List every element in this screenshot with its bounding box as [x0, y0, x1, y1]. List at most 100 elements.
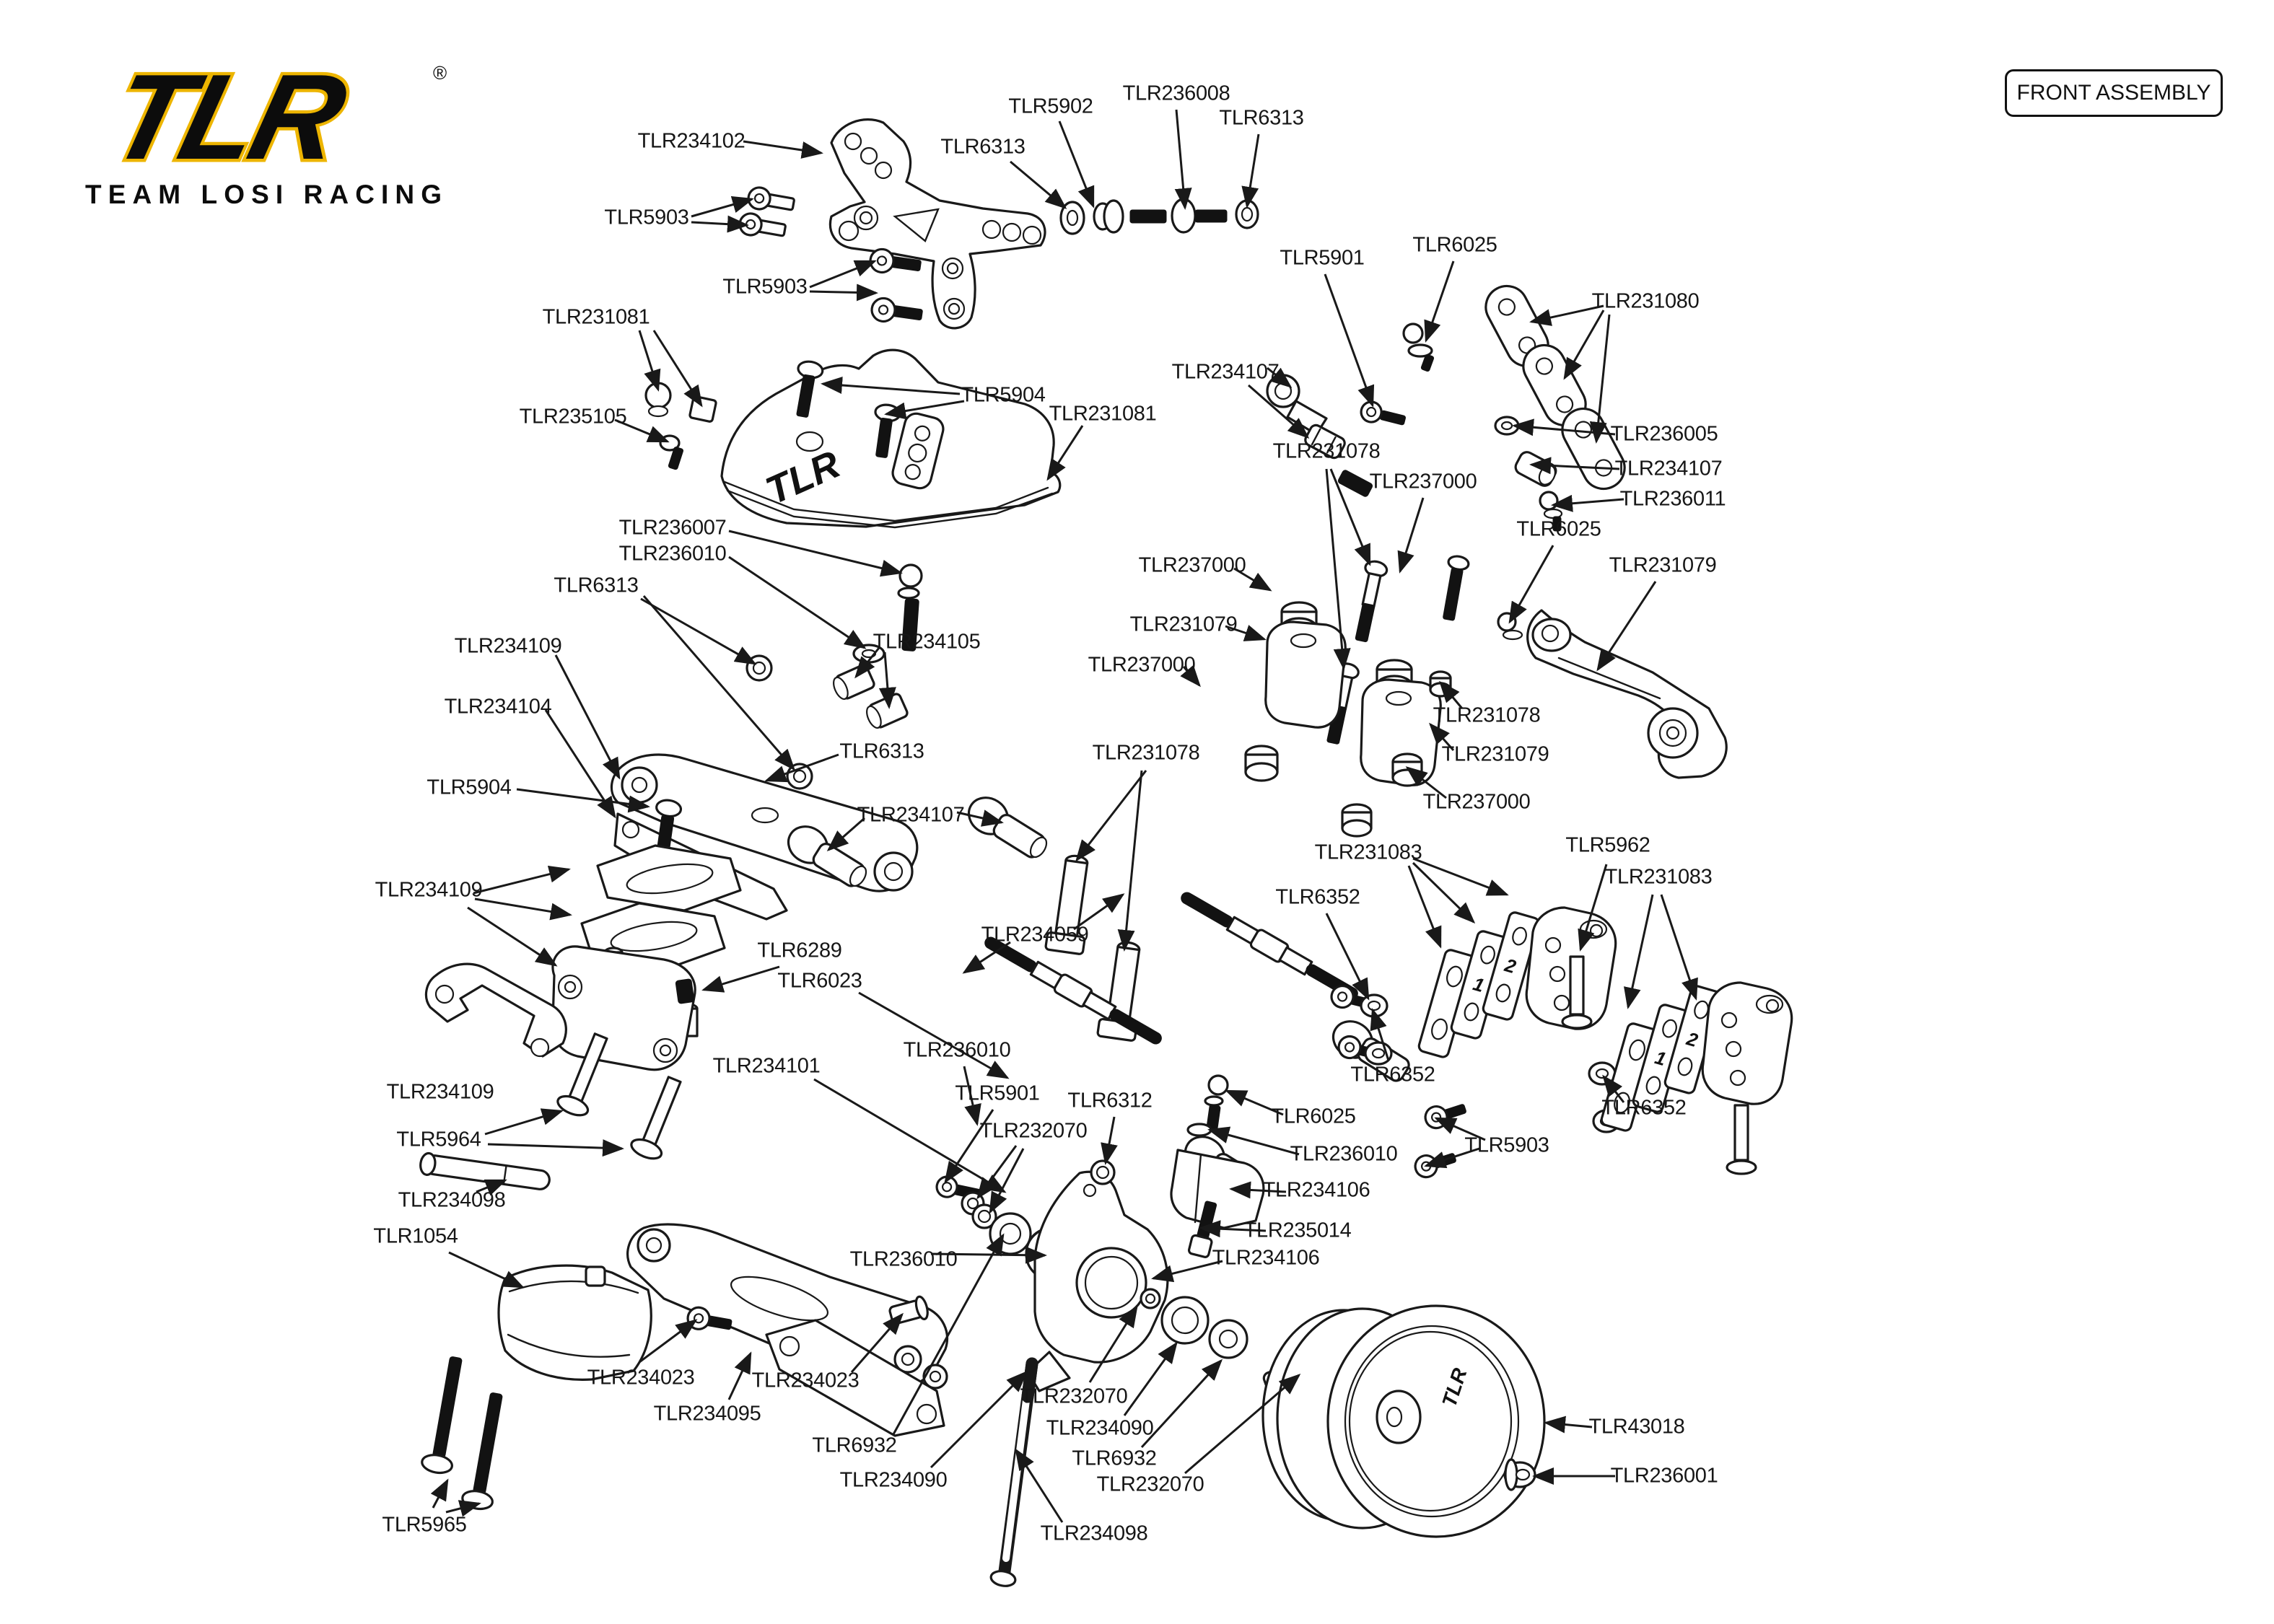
logo-tagline: TEAM LOSI RACING: [85, 180, 446, 209]
wheel-drawing: TLR: [1261, 1304, 1546, 1538]
part-label: TLR6025: [1412, 233, 1497, 257]
leader-line: [1325, 913, 1370, 1001]
shock-tower-drawing: [828, 118, 1046, 330]
leader-line: [1407, 865, 1442, 949]
leader-line: [516, 788, 650, 813]
part-label: TLR236007: [618, 516, 727, 540]
part-label: TLR43018: [1588, 1415, 1685, 1439]
part-label: TLR231078: [1433, 703, 1541, 727]
part-label: TLR6023: [777, 969, 862, 993]
leader-line: [430, 1478, 449, 1509]
part-label: TLR234107: [857, 803, 965, 827]
leader-line: [1324, 273, 1375, 408]
leader-line: [1439, 680, 1464, 709]
leader-line: [1267, 367, 1293, 388]
leader-line: [809, 284, 878, 302]
part-label: TLR6932: [1072, 1447, 1157, 1470]
part-label: TLR5962: [1565, 833, 1650, 857]
leader-line: [614, 418, 670, 443]
part-label: TLR232070: [979, 1119, 1088, 1143]
leader-line: [1424, 1147, 1480, 1169]
part-label: TLR237000: [1369, 470, 1477, 493]
leader-line: [1117, 770, 1143, 952]
leader-line: [691, 196, 754, 218]
leader-line: [1123, 1341, 1178, 1416]
leader-line: [639, 1319, 698, 1364]
part-label: TLR231079: [1441, 742, 1549, 766]
leader-line: [1199, 1220, 1267, 1238]
part-label: TLR234059: [981, 923, 1089, 947]
leader-line: [962, 941, 1011, 974]
part-label: TLR234090: [839, 1468, 948, 1492]
part-label: TLR5964: [396, 1128, 481, 1151]
leader-line: [1140, 1359, 1223, 1449]
leader-line: [1180, 664, 1201, 688]
leader-line: [1325, 468, 1351, 670]
part-label: TLR231081: [1049, 402, 1157, 426]
leader-line: [1551, 494, 1624, 512]
part-label: TLR231080: [1591, 289, 1700, 313]
part-label: TLR234098: [1040, 1522, 1148, 1545]
leader-line: [728, 556, 867, 649]
part-label: TLR234107: [1614, 457, 1723, 480]
part-label: TLR231079: [1609, 553, 1717, 577]
part-label: TLR5904: [427, 776, 512, 799]
leader-line: [850, 1312, 904, 1373]
registered-mark-icon: ®: [433, 62, 447, 84]
leader-line: [1184, 1374, 1301, 1475]
leader-line: [640, 597, 757, 665]
leader-line: [878, 651, 896, 709]
leader-line: [1412, 857, 1509, 896]
leader-line: [956, 809, 1004, 827]
part-label: TLR5904: [961, 383, 1046, 407]
leader-line: [1624, 894, 1654, 1009]
part-label: TLR237000: [1138, 553, 1246, 577]
part-label: TLR236010: [618, 542, 727, 566]
leader-line: [476, 1179, 507, 1196]
bulkhead-drawing: TLR: [720, 348, 1062, 529]
leader-line: [1429, 722, 1455, 751]
leader-line: [1660, 894, 1698, 1001]
leader-line: [821, 377, 961, 395]
front-arm-assembly-drawing: [421, 1223, 949, 1511]
part-label: TLR235105: [519, 405, 627, 429]
part-label: TLR231079: [1129, 613, 1238, 636]
leader-line: [1233, 567, 1272, 592]
leader-line: [1229, 1181, 1287, 1199]
part-label: TLR236010: [903, 1038, 1011, 1062]
leader-line: [1596, 581, 1657, 672]
leader-line: [1075, 770, 1147, 862]
part-label: TLR5903: [1464, 1133, 1549, 1157]
part-label: TLR5901: [1280, 246, 1365, 270]
part-label: TLR6313: [554, 574, 639, 597]
part-label: TLR231081: [542, 305, 650, 329]
part-label: TLR234105: [873, 630, 981, 654]
leader-line: [858, 991, 1010, 1079]
leader-line: [1578, 864, 1608, 952]
part-label: TLR231078: [1272, 439, 1381, 463]
part-label: TLR234109: [454, 634, 562, 658]
leader-line: [487, 1139, 624, 1157]
leader-line: [1589, 314, 1611, 444]
part-label: TLR236010: [1290, 1142, 1398, 1166]
part-label: TLR5965: [382, 1513, 467, 1537]
steering-arm-drawing: [1526, 609, 1728, 779]
part-label: TLR234023: [587, 1366, 695, 1390]
leader-line: [989, 1148, 1025, 1214]
leader-line: [1405, 766, 1447, 799]
leader-line: [1101, 1116, 1118, 1165]
leader-line: [544, 709, 616, 819]
part-label: TLR6932: [812, 1434, 897, 1457]
leader-line: [1010, 160, 1067, 209]
leader-line: [764, 753, 839, 783]
part-label: TLR234104: [444, 695, 552, 719]
part-label: TLR236010: [849, 1247, 958, 1271]
part-label: TLR234109: [386, 1080, 494, 1104]
part-label: TLR235014: [1243, 1219, 1352, 1242]
leader-line: [892, 1233, 1005, 1435]
leader-line: [474, 897, 572, 921]
part-label: TLR236001: [1610, 1464, 1718, 1488]
leader-line: [1073, 893, 1125, 931]
